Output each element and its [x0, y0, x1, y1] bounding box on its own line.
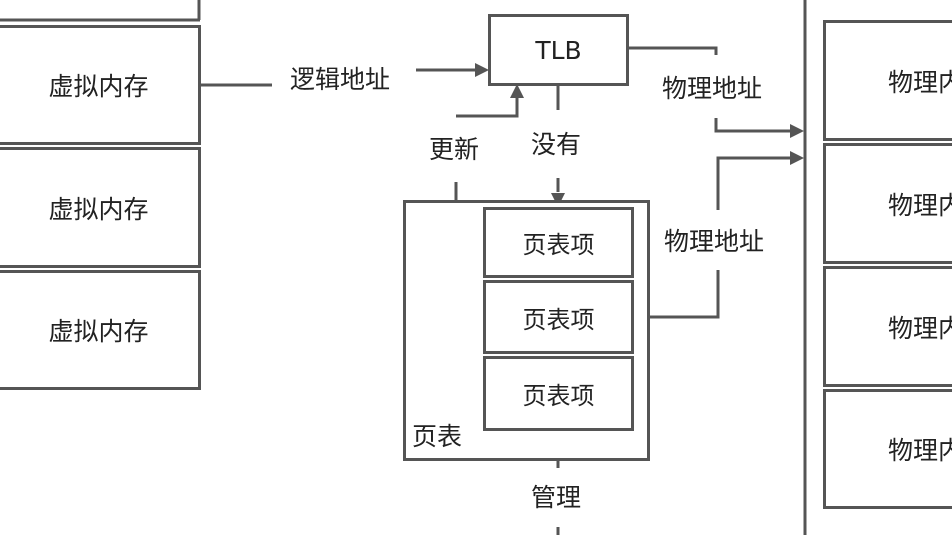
virtual-memory-label: 虚拟内存: [48, 72, 149, 101]
tlb-box: TLB: [488, 14, 629, 86]
page-table-label: 页表: [412, 422, 463, 451]
physical-memory-label: 物理内: [888, 436, 952, 465]
physical-memory-label: 物理内: [888, 190, 952, 220]
virtual-memory-label: 虚拟内存: [48, 317, 149, 346]
virtual-memory-label: 虚拟内存: [48, 194, 149, 224]
physical-mid-to-memory-line: [716, 156, 790, 210]
virtual-memory-box-3: 虚拟内存: [0, 270, 201, 390]
physical-memory-label: 物理内: [888, 67, 952, 97]
page-table-entry-label: 页表项: [522, 231, 595, 259]
physical-memory-box-3: 物理内: [823, 266, 952, 387]
update-arrowhead: [510, 84, 524, 98]
pte-to-physical-mid-line: [633, 270, 720, 319]
update-label: 更新: [429, 135, 480, 164]
physical-top-to-memory-arrowhead: [790, 124, 804, 138]
page-table-entry-2: 页表项: [483, 280, 634, 354]
physical-top-to-memory-line: [714, 118, 790, 133]
virtual-memory-box-1: 虚拟内存: [0, 25, 201, 145]
page-table-entry-1: 页表项: [483, 207, 634, 278]
page-table-entry-label: 页表项: [522, 382, 595, 410]
tlb-to-physical-top-line: [628, 46, 718, 55]
physical-address-top-label: 物理地址: [662, 74, 763, 103]
manage-label: 管理: [531, 483, 582, 512]
physical-memory-label: 物理内: [888, 313, 952, 343]
tlb-label: TLB: [535, 35, 582, 65]
page-table-entry-3: 页表项: [483, 356, 634, 431]
tlb-miss-label: 没有: [531, 130, 582, 159]
logical-to-tlb-arrowhead: [475, 63, 489, 77]
page-table-entry-label: 页表项: [522, 305, 595, 334]
update-upper-line: [456, 98, 519, 118]
physical-address-mid-label: 物理地址: [664, 227, 765, 256]
physical-memory-box-4: 物理内: [823, 389, 952, 509]
physical-memory-box-1: 物理内: [823, 20, 952, 141]
physical-memory-box-2: 物理内: [823, 143, 952, 264]
logical-address-label: 逻辑地址: [290, 65, 391, 94]
virtual-memory-box-2: 虚拟内存: [0, 147, 201, 268]
physical-mid-to-memory-arrowhead: [790, 151, 804, 165]
